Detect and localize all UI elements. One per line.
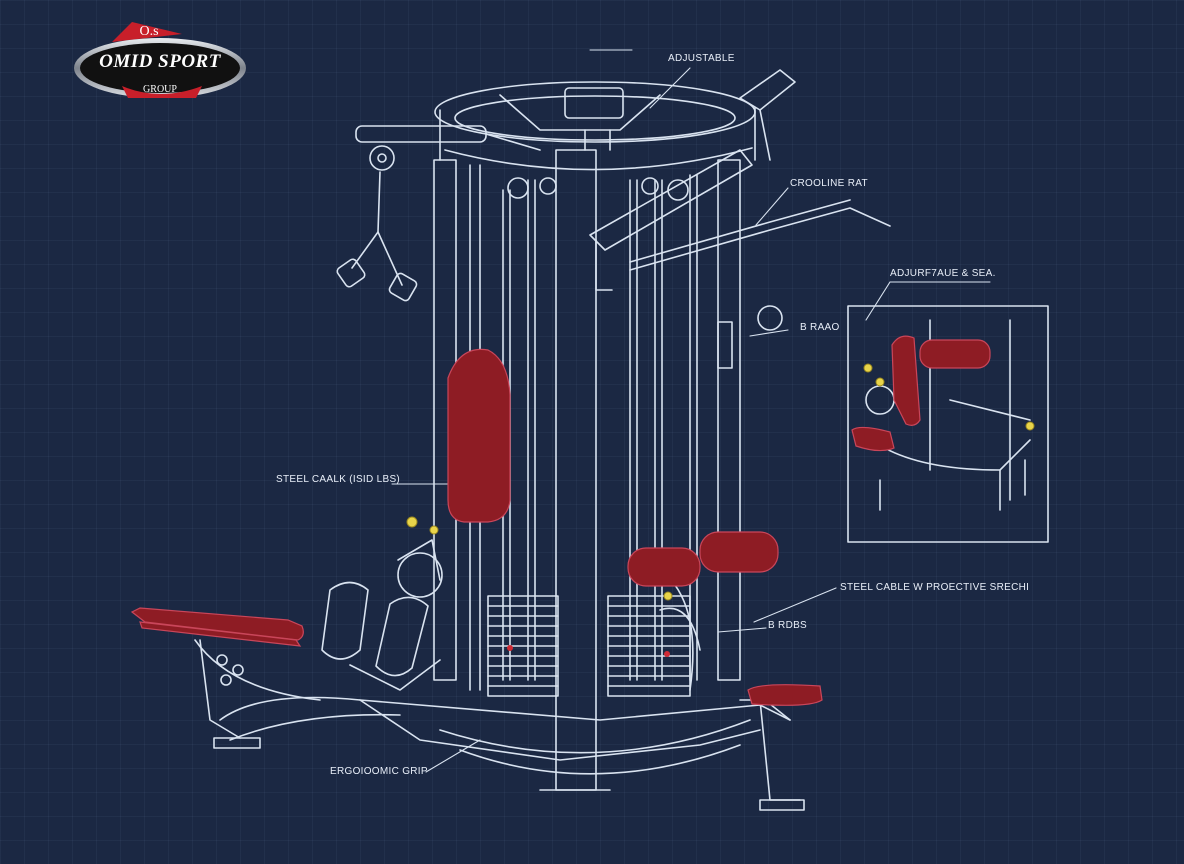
callout-leaders [391, 49, 991, 773]
high-pulley-arm [336, 125, 541, 302]
adjust-knob-2 [429, 525, 439, 535]
weight-stack-right [607, 595, 691, 697]
inset-knob-2 [875, 377, 885, 387]
adjust-knob-3 [663, 591, 673, 601]
label-adjustable-seat: ADJURF7AUE & SEA. [890, 268, 996, 279]
label-crossline-bar: CROOLINE RAT [790, 178, 868, 189]
omid-sport-logo: O.s OMID SPORT GROUP [72, 20, 248, 104]
weight-stack-left [487, 595, 559, 697]
logo-emblem [74, 22, 246, 98]
label-b-raao: B RAAO [800, 322, 840, 333]
left-seat-pad-side [139, 621, 302, 647]
leg-roller-left [627, 547, 701, 587]
inset-knob-3 [1025, 421, 1035, 431]
lat-bar [589, 149, 891, 369]
logo-sub-text: GROUP [143, 84, 177, 95]
stack-pin-right [664, 651, 670, 657]
inset-roller [919, 339, 991, 369]
inset-back-pad [891, 335, 921, 426]
label-b-rdbs: B RDBS [768, 620, 808, 631]
base-frame [199, 639, 805, 811]
stack-pin-left [507, 645, 513, 651]
top-frame [434, 69, 796, 171]
logo-brand-text: OMID SPORT [99, 51, 221, 72]
label-ergonomic-grip: ERGOIOOMIC GRIP [330, 766, 428, 777]
left-seat-frame [194, 639, 321, 701]
adjust-knob-1 [406, 516, 418, 528]
right-seat-pad [747, 684, 823, 706]
inset-knob-1 [863, 363, 873, 373]
logo-top-text: O.s [139, 24, 159, 39]
back-pad [447, 348, 511, 523]
label-adjustable: ADJUSTABLE [668, 53, 735, 64]
leg-roller-right [699, 531, 779, 573]
inset-seat-pad [851, 426, 895, 452]
left-seat-pad [130, 607, 304, 641]
label-steel-cable-sheath: STEEL CABLE W PROECTIVE SRECHI [840, 582, 1030, 593]
foot-pedals [321, 539, 443, 691]
label-steel-cable: STEEL CAALK (ISID LBS) [276, 474, 401, 485]
